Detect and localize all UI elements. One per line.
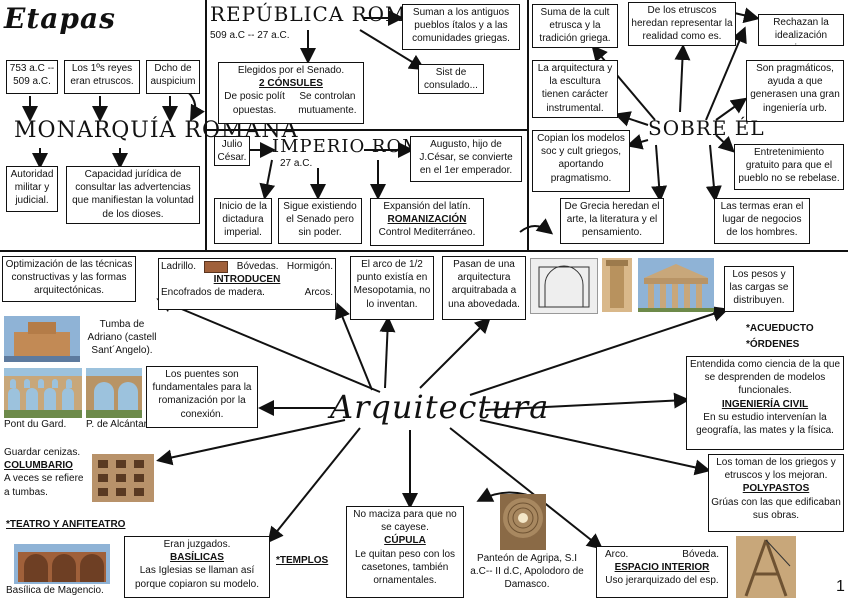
arq-boveda2: Bóveda.	[682, 549, 719, 560]
arq-teatro: *TEATRO Y ANFITEATRO	[6, 519, 126, 530]
puente-alcantara-image	[86, 368, 142, 418]
arq-guardar: Guardar cenizas.	[4, 447, 81, 458]
arq-aveces: A veces se refiere a tumbas.	[4, 473, 84, 498]
panteon-image	[500, 494, 546, 550]
imperio-julio: Julio César.	[214, 136, 250, 166]
arq-gruas: Grúas con las que edificaban sus obras.	[711, 496, 841, 521]
arq-cupula: CÚPULA	[384, 535, 426, 547]
republica-controlan: Se controlan mutuamente.	[298, 91, 357, 116]
arq-tumba: Tumba de Adriano (castell Sant´Angelo).	[87, 319, 157, 357]
arq-ingenieria: INGENIERÍA CIVIL	[721, 398, 809, 410]
arq-polypastos-box: Los toman de los griegos y etruscos y lo…	[708, 454, 844, 532]
arq-iglesias: Las Iglesias se llaman así porque copiar…	[135, 565, 259, 590]
etapas-title: Etapas	[4, 2, 116, 35]
sobre-grecia: De Grecia heredan el arte, la literatura…	[560, 198, 664, 244]
arq-panteon: Panteón de Agripa, S.I a.C-- II d.C, Apo…	[470, 553, 584, 591]
arq-majencio: Basílica de Magencio.	[6, 585, 104, 596]
monarquia-capacidad: Capacidad jurídica de consultar las adve…	[66, 166, 200, 224]
sobre-pragmaticos: Son pragmáticos, ayuda a que generasen u…	[746, 60, 844, 122]
arq-maciza: No maciza para que no se cayese.	[353, 509, 457, 534]
castel-santangelo-image	[4, 316, 80, 362]
republica-consules-box: Elegidos por el Senado. 2 CÓNSULES De po…	[218, 62, 364, 124]
imperio-control: Control Mediterráneo.	[378, 227, 476, 239]
arq-toman: Los toman de los griegos y etruscos y lo…	[716, 457, 836, 482]
republica-dates: 509 a.C -- 27 a.C.	[210, 30, 290, 41]
sobre-termas: Las termas eran el lugar de negocios de …	[714, 198, 810, 244]
arq-optimizacion: Optimización de las técnicas constructiv…	[2, 256, 136, 302]
arq-templos: *TEMPLOS	[276, 555, 329, 566]
arq-espacio-box: Arco. Bóveda. ESPACIO INTERIOR Uso jerar…	[596, 546, 728, 598]
sobre-suma: Suma de la cult etrusca y la tradición g…	[532, 4, 618, 48]
arq-ingenieria-box: Entendida como ciencia de la que se desp…	[686, 356, 844, 450]
arq-introducen: INTRODUCEN	[213, 274, 281, 286]
arq-cupula-box: No maciza para que no se cayese. CÚPULA …	[346, 506, 464, 598]
arch-diagram-image	[530, 258, 598, 314]
imperio-inicio: Inicio de la dictadura imperial.	[214, 198, 272, 244]
arq-pesos: Los pesos y las cargas se distribuyen.	[724, 266, 794, 312]
arq-espacio: ESPACIO INTERIOR	[614, 562, 710, 574]
republica-elegidos: Elegidos por el Senado.	[237, 65, 345, 76]
monarquia-autoridad: Autoridad militar y judicial.	[6, 166, 58, 212]
arq-ordenes: *ÓRDENES	[746, 339, 800, 350]
arq-alcantara: P. de Alcántara	[86, 419, 153, 430]
arq-arco2: Arco.	[605, 549, 629, 560]
imperio-expansion: Expansión del latín.	[383, 201, 471, 212]
monarquia-reyes: Los 1ºs reyes eran etruscos.	[64, 60, 140, 94]
sobre-entretenimiento: Entretenimiento gratuito para que el pue…	[734, 144, 844, 190]
arq-pasan: Pasan de una arquitectura arquitrabada a…	[442, 256, 526, 320]
arq-quitan: Le quitan peso con los casetones, tambié…	[354, 548, 456, 586]
temple-image	[638, 258, 714, 312]
imperio-augusto: Augusto, hijo de J.César, se convierte e…	[410, 136, 522, 182]
arq-entendida: Entendida como ciencia de la que se desp…	[689, 359, 841, 397]
column-image	[602, 258, 632, 312]
imperio-romanizacion: ROMANIZACIÓN	[387, 214, 467, 226]
arq-polypastos: POLYPASTOS	[742, 483, 810, 495]
arq-bovedas: Bóvedas.	[236, 261, 279, 272]
brick-image	[204, 260, 229, 273]
arq-introducen-box: Ladrillo. Bóvedas. Hormigón. INTRODUCEN …	[158, 258, 336, 310]
arq-puentes: Los puentes son fundamentales para la ro…	[146, 366, 258, 428]
arq-acueducto: *ACUEDUCTO	[746, 323, 814, 334]
monarquia-auspicium: Dcho de auspicium	[146, 60, 200, 94]
republica-posic: De posic polít opuestas.	[224, 91, 285, 116]
basilica-majencio-image	[14, 544, 110, 584]
arq-arco-medio: El arco de 1/2 punto existía en Mesopota…	[350, 256, 434, 320]
arq-jerarquizado: Uso jerarquizado del esp.	[605, 575, 719, 587]
arq-hormigon: Hormigón.	[286, 261, 333, 272]
monarquia-dates: 753 a.C -- 509 a.C.	[6, 60, 58, 94]
polypastos-image	[736, 536, 796, 598]
arq-ladrillo: Ladrillo.	[161, 261, 197, 272]
arq-juzgados: Eran juzgados.	[163, 539, 231, 550]
arq-arcos: Arcos.	[304, 287, 333, 299]
imperio-sigue: Sigue existiendo el Senado pero sin pode…	[278, 198, 362, 244]
arq-encofrados: Encofrados de madera.	[161, 287, 265, 299]
arquitectura-title: Arquitectura	[330, 388, 550, 426]
arq-columbario: COLUMBARIO	[4, 460, 73, 472]
arq-basilicas-box: Eran juzgados. BASÍLICAS Las Iglesias se…	[124, 536, 270, 598]
sobre-arq-esc: La arquitectura y la escultura tienen ca…	[532, 60, 618, 118]
sobre-title: SOBRE ÉL	[648, 116, 765, 140]
imperio-romanizacion-box: Expansión del latín. ROMANIZACIÓN Contro…	[370, 198, 484, 246]
imperio-date: 27 a.C.	[280, 158, 313, 169]
columbario-text: Guardar cenizas. COLUMBARIO A veces se r…	[4, 446, 90, 499]
page-number: 1	[836, 578, 845, 595]
sobre-heredan: De los etruscos heredan representar la r…	[628, 2, 736, 46]
arq-pont: Pont du Gard.	[4, 419, 67, 430]
sobre-rechazan: Rechazan la idealización griega.	[758, 14, 844, 46]
republica-consules: 2 CÓNSULES	[259, 78, 323, 90]
republica-sist: Sist de consulado...	[418, 64, 484, 94]
arq-estudio: En su estudio intervenían la geografía, …	[696, 411, 834, 436]
pont-du-gard-image	[4, 368, 82, 418]
columbario-image	[92, 454, 154, 502]
sobre-copian: Copian los modelos soc y cult griegos, a…	[532, 130, 630, 192]
republica-suman: Suman a los antiguos pueblos ítalos y a …	[402, 4, 520, 50]
arq-basilicas: BASÍLICAS	[170, 552, 224, 564]
